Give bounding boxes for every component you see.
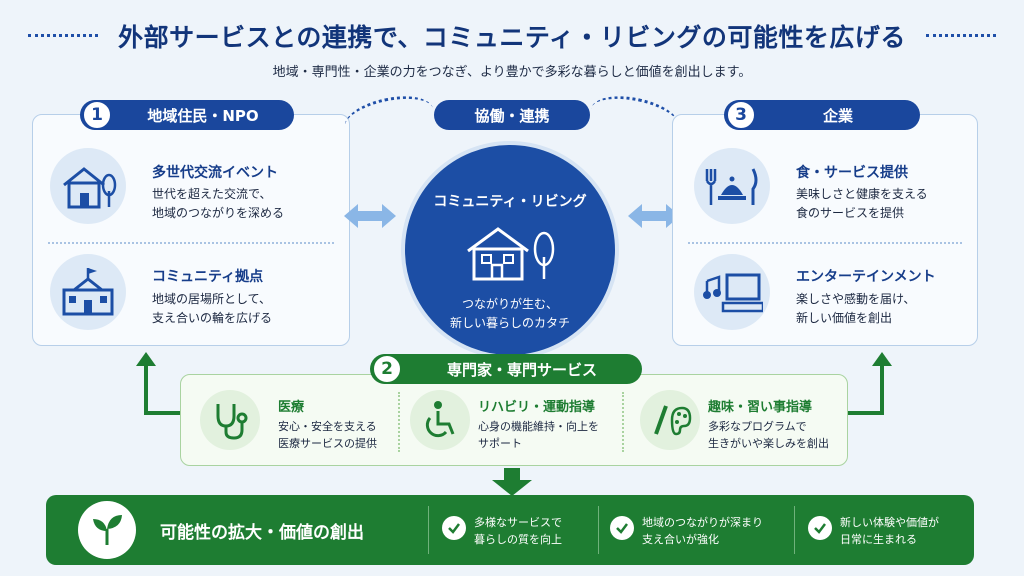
experts-panel-header: 2 専門家・専門サービス <box>370 354 642 384</box>
dining-icon <box>694 148 770 224</box>
outcome-title: 可能性の拡大・価値の創出 <box>160 523 364 543</box>
experts-item-3-desc-1: 多彩なプログラムで <box>708 420 807 433</box>
collab-label-text: 協働・連携 <box>474 106 550 125</box>
down-arrow-icon <box>488 468 536 500</box>
experts-item-2-title: リハビリ・運動指導 <box>478 400 596 415</box>
experts-item-1-title: 医療 <box>278 400 305 415</box>
experts-panel-label: 専門家・専門サービス <box>446 360 597 379</box>
right-panel-number: 3 <box>726 100 756 130</box>
right-panel-label: 企業 <box>822 106 853 125</box>
left-panel-label: 地域住民・NPO <box>147 106 259 125</box>
outcome-item-2-line-2: 支え合いが強化 <box>642 533 719 546</box>
right-up-arrow-icon <box>846 350 894 424</box>
hub-caption-1: つながりが生む、 <box>461 297 558 311</box>
experts-item-1-desc-1: 安心・安全を支える <box>278 420 377 433</box>
right-item-1-desc-2: 食のサービスを提供 <box>796 206 905 220</box>
outcome-item-1-line-1: 多様なサービスで <box>474 516 562 529</box>
experts-divider-2 <box>622 392 624 452</box>
collab-arc-left <box>340 89 438 147</box>
experts-divider-1 <box>398 392 400 452</box>
experts-item-2-desc-1: 心身の機能維持・向上を <box>478 420 599 433</box>
right-divider <box>688 242 962 244</box>
page-subtitle: 地域・専門性・企業の力をつなぎ、より豊かで多彩な暮らしと価値を創出します。 <box>272 65 752 80</box>
right-item-1-title: 食・サービス提供 <box>796 165 908 181</box>
right-panel-header: 3 企業 <box>724 100 920 130</box>
collab-label: 協働・連携 <box>434 100 590 130</box>
check-icon <box>808 516 832 540</box>
outcome-item-1-line-2: 暮らしの質を向上 <box>474 533 562 546</box>
experts-item-1-desc-2: 医療サービスの提供 <box>278 437 377 450</box>
left-item-2-title: コミュニティ拠点 <box>152 269 264 285</box>
check-icon <box>442 516 466 540</box>
title-dots-left <box>28 34 98 37</box>
sprout-icon <box>78 501 136 559</box>
title-dots-right <box>926 34 996 37</box>
left-panel-header: 1 地域住民・NPO <box>80 100 294 130</box>
outcome-item-3-line-2: 日常に生まれる <box>840 533 917 546</box>
hub-caption-2: 新しい暮らしのカタチ <box>449 316 570 330</box>
experts-item-2-desc-2: サポート <box>478 437 522 450</box>
hub-title: コミュニティ・リビング <box>433 194 587 210</box>
experts-panel <box>180 374 848 466</box>
outcome-item-2-line-1: 地域のつながりが深まり <box>642 516 763 529</box>
left-double-arrow-icon <box>342 200 398 236</box>
stethoscope-icon <box>200 390 260 450</box>
wheelchair-icon <box>410 390 470 450</box>
palette-icon <box>640 390 700 450</box>
left-item-2-desc-2: 支え合いの輪を広げる <box>152 311 273 325</box>
left-panel-number: 1 <box>82 100 112 130</box>
left-divider <box>48 242 334 244</box>
right-item-2-desc-1: 楽しさや感動を届け、 <box>796 292 916 306</box>
left-item-1-title: 多世代交流イベント <box>152 165 278 181</box>
left-item-1-desc-2: 地域のつながりを深める <box>152 206 285 220</box>
experts-item-3-title: 趣味・習い事指導 <box>708 400 813 415</box>
left-item-1-desc-1: 世代を超えた交流で、 <box>152 187 272 201</box>
right-item-2-title: エンターテインメント <box>796 269 936 285</box>
outcome-divider-2 <box>598 506 599 554</box>
experts-panel-number: 2 <box>372 354 402 384</box>
outcome-divider-1 <box>428 506 429 554</box>
collab-arc-right <box>586 89 684 147</box>
experts-item-3-desc-2: 生きがいや楽しみを創出 <box>708 437 829 450</box>
house-tree-icon <box>50 148 126 224</box>
outcome-item-3-line-1: 新しい体験や価値が <box>840 516 939 529</box>
right-double-arrow-icon <box>626 200 682 236</box>
page-title: 外部サービスとの連携で、コミュニティ・リビングの可能性を広げる <box>118 23 906 52</box>
entertainment-icon <box>694 254 770 330</box>
outcome-divider-3 <box>794 506 795 554</box>
left-item-2-desc-1: 地域の居場所として、 <box>152 292 272 306</box>
hub-house-icon <box>405 223 615 287</box>
community-center-icon <box>50 254 126 330</box>
check-icon <box>610 516 634 540</box>
left-up-arrow-icon <box>134 350 182 424</box>
community-living-hub: コミュニティ・リビング つながりが生む、 新しい暮らしのカタチ <box>401 141 619 359</box>
right-item-1-desc-1: 美味しさと健康を支える <box>796 187 928 201</box>
right-item-2-desc-2: 新しい価値を創出 <box>796 311 893 325</box>
